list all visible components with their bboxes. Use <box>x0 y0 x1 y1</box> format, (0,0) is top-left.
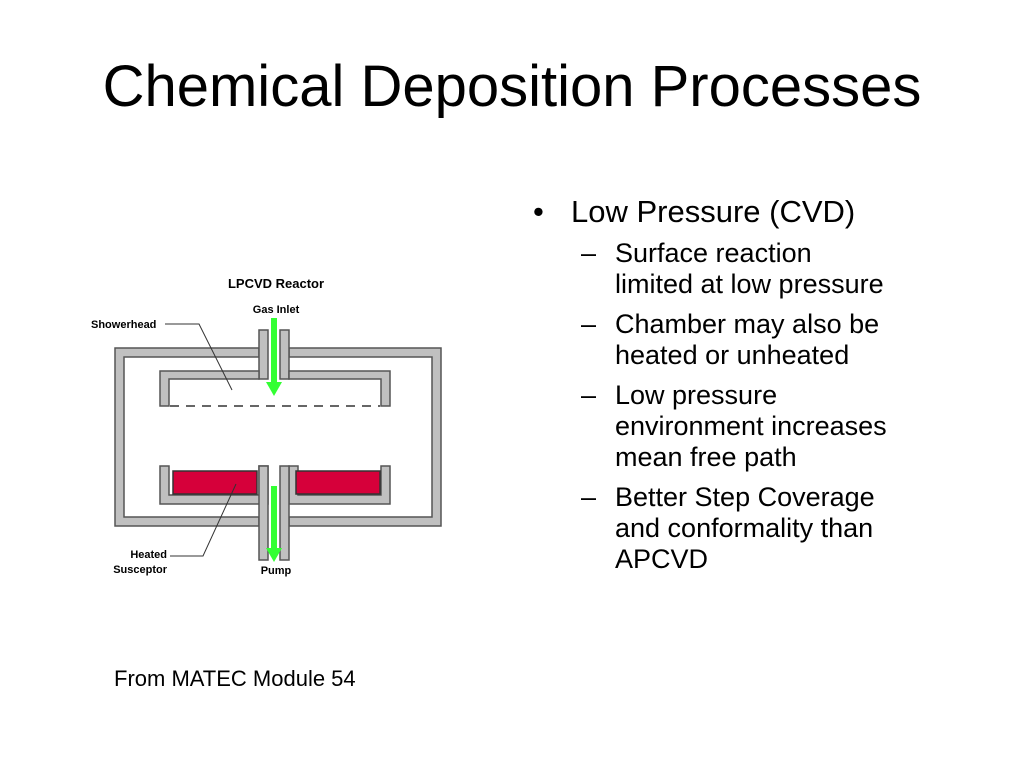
pump-label: Pump <box>261 565 292 577</box>
sub-bullet-dash: – <box>581 482 597 512</box>
pump-flow-arrow-shaft <box>271 486 277 548</box>
sub-bullet-line: and conformality than <box>615 513 874 543</box>
sub-bullet-item: – Better Step Coverage and conformality … <box>581 482 1003 575</box>
sub-bullet-line: Low pressure <box>615 380 778 410</box>
pump-tube-right-wall <box>279 465 290 561</box>
sub-bullet-line: environment increases <box>615 411 887 441</box>
sub-bullet-line: limited at low pressure <box>615 269 884 299</box>
gas-inlet-label: Gas Inlet <box>253 304 300 316</box>
pump-flow-arrow-head <box>266 548 282 562</box>
sub-bullet-item: – Surface reaction limited at low pressu… <box>581 238 1003 300</box>
sub-bullet-dash: – <box>581 309 597 339</box>
sub-bullet-item: – Chamber may also be heated or unheated <box>581 309 1003 371</box>
sub-bullet-line: heated or unheated <box>615 340 850 370</box>
heated-susceptor-left <box>172 470 258 495</box>
sub-bullet-list: – Surface reaction limited at low pressu… <box>581 238 1003 575</box>
lpcvd-reactor-diagram: LPCVD Reactor Gas Inlet Showerhead Heate… <box>91 276 442 577</box>
inlet-tube-right-wall <box>279 329 290 380</box>
source-caption: From MATEC Module 54 <box>114 666 356 691</box>
slide-title: Chemical Deposition Processes <box>102 54 922 119</box>
sub-bullet-line: Better Step Coverage <box>615 482 875 512</box>
sub-bullet-item: – Low pressure environment increases mea… <box>581 380 1003 473</box>
heated-label: Heated <box>130 549 167 561</box>
sub-bullet-line: APCVD <box>615 544 709 574</box>
bullet-main-item: • Low Pressure (CVD) <box>533 194 1003 230</box>
gas-flow-arrow-shaft-top <box>271 318 277 382</box>
diagram-title: LPCVD Reactor <box>228 276 324 291</box>
inlet-tube-left-wall <box>258 329 269 380</box>
sub-bullet-line: Surface reaction <box>615 238 812 268</box>
showerhead-label: Showerhead <box>91 319 156 331</box>
bullet-main-text: Low Pressure (CVD) <box>571 194 856 229</box>
bullet-dot: • <box>533 194 544 229</box>
sub-bullet-line: mean free path <box>615 442 797 472</box>
bullet-list: • Low Pressure (CVD) – Surface reaction … <box>533 194 1003 584</box>
susceptor-leader-line <box>170 483 237 557</box>
sub-bullet-line: Chamber may also be <box>615 309 880 339</box>
pump-tube-left-wall <box>258 465 269 561</box>
showerhead-right <box>288 370 391 407</box>
gas-flow-arrow-head-top <box>266 382 282 396</box>
showerhead-leader-line <box>165 323 233 391</box>
sub-bullet-dash: – <box>581 238 597 268</box>
sub-bullet-dash: – <box>581 380 597 410</box>
showerhead <box>159 370 260 407</box>
susceptor-label: Susceptor <box>113 564 168 576</box>
heated-susceptor-right <box>295 470 381 495</box>
